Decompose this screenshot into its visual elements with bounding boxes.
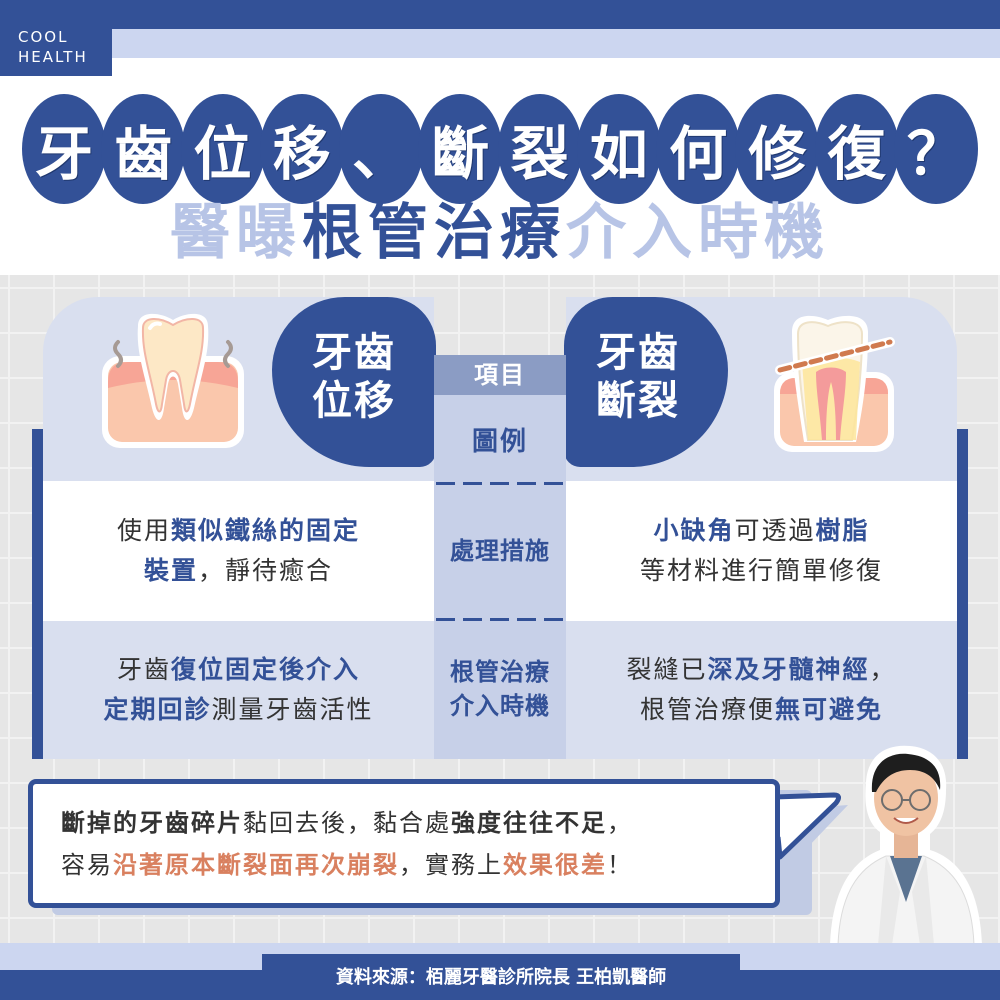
title-char: 何 — [656, 94, 741, 204]
text: ，靜待癒合 — [198, 556, 334, 585]
row-label-treatment: 處理措施 — [450, 537, 550, 565]
title-char: 修 — [735, 94, 820, 204]
title-char: 、 — [339, 94, 424, 204]
center-column — [434, 355, 566, 759]
text: 根管治療便 — [639, 695, 775, 724]
header-right-line-2: 斷裂 — [596, 378, 680, 424]
highlight-text: 裝置 — [143, 556, 198, 585]
accent-bar-right — [957, 429, 968, 759]
text: 使用 — [116, 516, 171, 545]
header-left-line-2: 位移 — [312, 378, 396, 424]
quote-text: ， — [607, 808, 633, 837]
brand-line-1: COOL — [18, 28, 69, 46]
text: 可透過 — [734, 516, 816, 545]
top-band — [0, 29, 1000, 58]
quote-highlight: 沿著原本斷裂面再次崩裂 — [113, 850, 399, 879]
cell-text: 牙齒復位固定後介入 定期回診測量牙齒活性 — [103, 650, 373, 730]
doctor-avatar — [830, 745, 982, 945]
title-char: 斷 — [418, 94, 503, 204]
subtitle-part-3: 介入時機 — [566, 198, 830, 268]
title-char: 裂 — [497, 94, 582, 204]
accent-bar-left — [32, 429, 43, 759]
dashed-divider — [436, 618, 564, 621]
title-char: 移 — [259, 94, 344, 204]
brand-logo: COOL HEALTH — [0, 0, 112, 76]
source-credit: 資料來源：栢麗牙醫診所院長 王柏凱醫師 — [262, 954, 740, 1000]
header-right-label: 牙齒 斷裂 — [596, 329, 680, 425]
subtitle: 醫曝根管治療介入時機 — [0, 198, 1000, 268]
highlight-text: 復位固定後介入 — [171, 655, 361, 684]
text: 裂縫已 — [626, 655, 708, 684]
brand-line-2: HEALTH — [18, 48, 88, 66]
row-label-line-1: 根管治療 — [450, 658, 550, 686]
highlight-text: 小缺角 — [653, 516, 735, 545]
highlight-text: 類似鐵絲的固定 — [171, 516, 361, 545]
cell-text: 小缺角可透過樹脂 等材料進行簡單修復 — [640, 511, 883, 591]
dashed-divider — [436, 482, 564, 485]
quote-highlight: 效果很差 — [503, 850, 607, 879]
quote-line-2: 容易沿著原本斷裂面再次崩裂，實務上效果很差！ — [61, 844, 775, 886]
quote-text: ，實務上 — [399, 850, 503, 879]
subtitle-part-1: 醫曝 — [170, 198, 302, 268]
header-left-line-1: 牙齒 — [312, 330, 396, 376]
center-header: 項目 — [434, 355, 566, 395]
text: 測量牙齒活性 — [211, 695, 374, 724]
quote-bold: 強度往往不足 — [451, 808, 607, 837]
header-left-label: 牙齒 位移 — [312, 329, 396, 425]
quote-text: 黏回去後，黏合處 — [243, 808, 451, 837]
row-label-root-canal: 根管治療 介入時機 — [434, 655, 566, 723]
legend-label: 圖例 — [471, 427, 528, 457]
highlight-text: 樹脂 — [815, 516, 870, 545]
title-char: 齒 — [101, 94, 186, 204]
title-char: 牙 — [22, 94, 106, 204]
highlight-text: 深及牙髓神經 — [707, 655, 870, 684]
text: 等材料進行簡單修復 — [639, 556, 883, 585]
title-char: 位 — [180, 94, 265, 204]
top-bar — [0, 0, 1000, 29]
title-char: 如 — [576, 94, 661, 204]
loose-tooth-icon — [102, 313, 244, 448]
quote-text: 容易 — [61, 850, 113, 879]
quote-line-1: 斷掉的牙齒碎片黏回去後，黏合處強度往往不足， — [61, 802, 775, 844]
row-root-canal-right: 裂縫已深及牙髓神經， 根管治療便無可避免 — [566, 621, 957, 759]
page-title: 牙 齒 位 移 、 斷 裂 如 何 修 復 ？ — [22, 94, 978, 204]
highlight-text: 定期回診 — [103, 695, 212, 724]
quote-bold: 斷掉的牙齒碎片 — [61, 808, 243, 837]
speech-tail-icon — [773, 792, 848, 860]
highlight-text: 無可避免 — [774, 695, 883, 724]
cell-text: 裂縫已深及牙髓神經， 根管治療便無可避免 — [626, 650, 896, 730]
subtitle-part-2: 根管治療 — [302, 198, 566, 268]
row-label-line-2: 介入時機 — [450, 692, 550, 720]
cell-text: 使用類似鐵絲的固定 裝置，靜待癒合 — [117, 511, 360, 591]
text: 牙齒 — [116, 655, 171, 684]
quote-text: ！ — [607, 850, 633, 879]
title-char: 復 — [814, 94, 899, 204]
text: ， — [869, 655, 897, 684]
row-root-canal-left: 牙齒復位固定後介入 定期回診測量牙齒活性 — [43, 621, 434, 759]
row-treatment-left: 使用類似鐵絲的固定 裝置，靜待癒合 — [43, 481, 434, 621]
title-char: ？ — [893, 94, 978, 204]
quote-bubble: 斷掉的牙齒碎片黏回去後，黏合處強度往往不足， 容易沿著原本斷裂面再次崩裂，實務上… — [28, 779, 780, 908]
header-right-line-1: 牙齒 — [596, 330, 680, 376]
row-treatment-right: 小缺角可透過樹脂 等材料進行簡單修復 — [566, 481, 957, 621]
cracked-tooth-icon — [774, 315, 895, 452]
